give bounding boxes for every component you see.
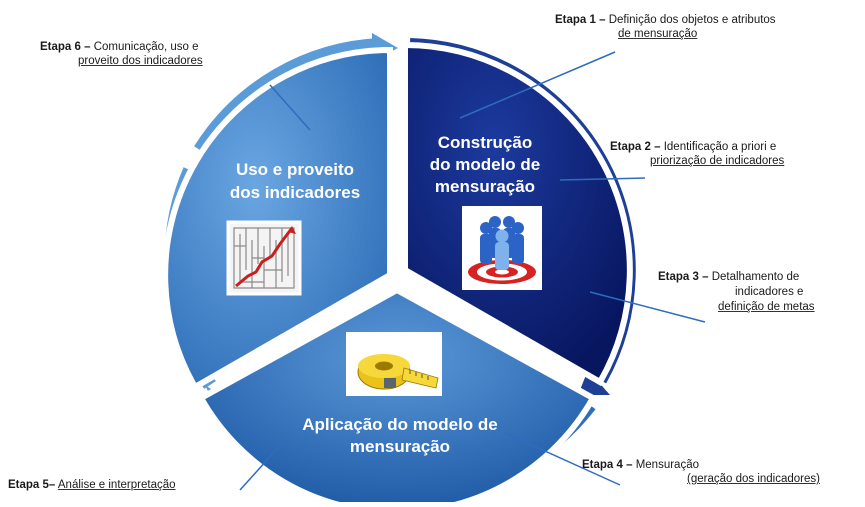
step-5-prefix: Etapa 5– <box>8 479 56 491</box>
step-4-label: Etapa 4 – Mensuração (geração dos indica… <box>582 458 820 486</box>
step-3-prefix: Etapa 3 – <box>658 271 709 283</box>
step-3-line-3: definição de metas <box>718 301 815 313</box>
usage-title-line-2: dos indicadores <box>230 183 360 202</box>
maze-growth-chart-icon <box>226 220 302 296</box>
step-2-line-2: priorização de indicadores <box>650 155 785 167</box>
step-5-line-1: Análise e interpretação <box>57 479 176 491</box>
application-title-line-1: Aplicação do modelo de <box>302 415 498 434</box>
segment-construction-title: Construção do modelo de mensuração <box>430 133 541 196</box>
segment-usage <box>162 46 393 392</box>
construction-title-line-3: mensuração <box>435 177 535 196</box>
step-6-line-1: Comunicação, uso e <box>93 41 199 53</box>
step-4-prefix: Etapa 4 – <box>582 459 633 471</box>
step-2-prefix: Etapa 2 – <box>610 141 661 153</box>
segment-usage-title: Uso e proveito dos indicadores <box>230 160 360 202</box>
step-1-line-1: Definição dos objetos e atributos <box>608 14 776 26</box>
step-6-prefix: Etapa 6 – <box>40 41 91 53</box>
construction-title-line-2: do modelo de <box>430 155 541 174</box>
step-4-line-2: (geração dos indicadores) <box>687 473 820 485</box>
construction-title-line-1: Construção <box>438 133 532 152</box>
step-2-label: Etapa 2 – Identificação a priori e prior… <box>610 140 784 168</box>
step-3-line-1: Detalhamento de <box>711 271 800 283</box>
segment-application-title: Aplicação do modelo de mensuração <box>302 415 498 456</box>
step-1-line-2: de mensuração <box>618 28 698 40</box>
application-title-line-2: mensuração <box>350 437 450 456</box>
segment-application <box>196 286 598 507</box>
usage-title-line-1: Uso e proveito <box>236 160 354 179</box>
step-6-line-2: proveito dos indicadores <box>78 55 203 67</box>
leader-lines <box>239 51 706 491</box>
step-5-label: Etapa 5– Análise e interpretação <box>8 478 176 492</box>
step-1-label: Etapa 1 – Definição dos objetos e atribu… <box>555 13 776 41</box>
step-2-line-1: Identificação a priori e <box>663 141 777 153</box>
measuring-tape-icon <box>346 332 442 396</box>
target-people-icon <box>462 206 542 290</box>
step-6-label: Etapa 6 – Comunicação, uso e proveito do… <box>40 40 203 68</box>
step-3-line-2: indicadores e <box>735 286 804 298</box>
step-4-line-1: Mensuração <box>635 459 699 471</box>
step-1-prefix: Etapa 1 – <box>555 14 606 26</box>
step-3-label: Etapa 3 – Detalhamento de indicadores e … <box>658 270 815 315</box>
